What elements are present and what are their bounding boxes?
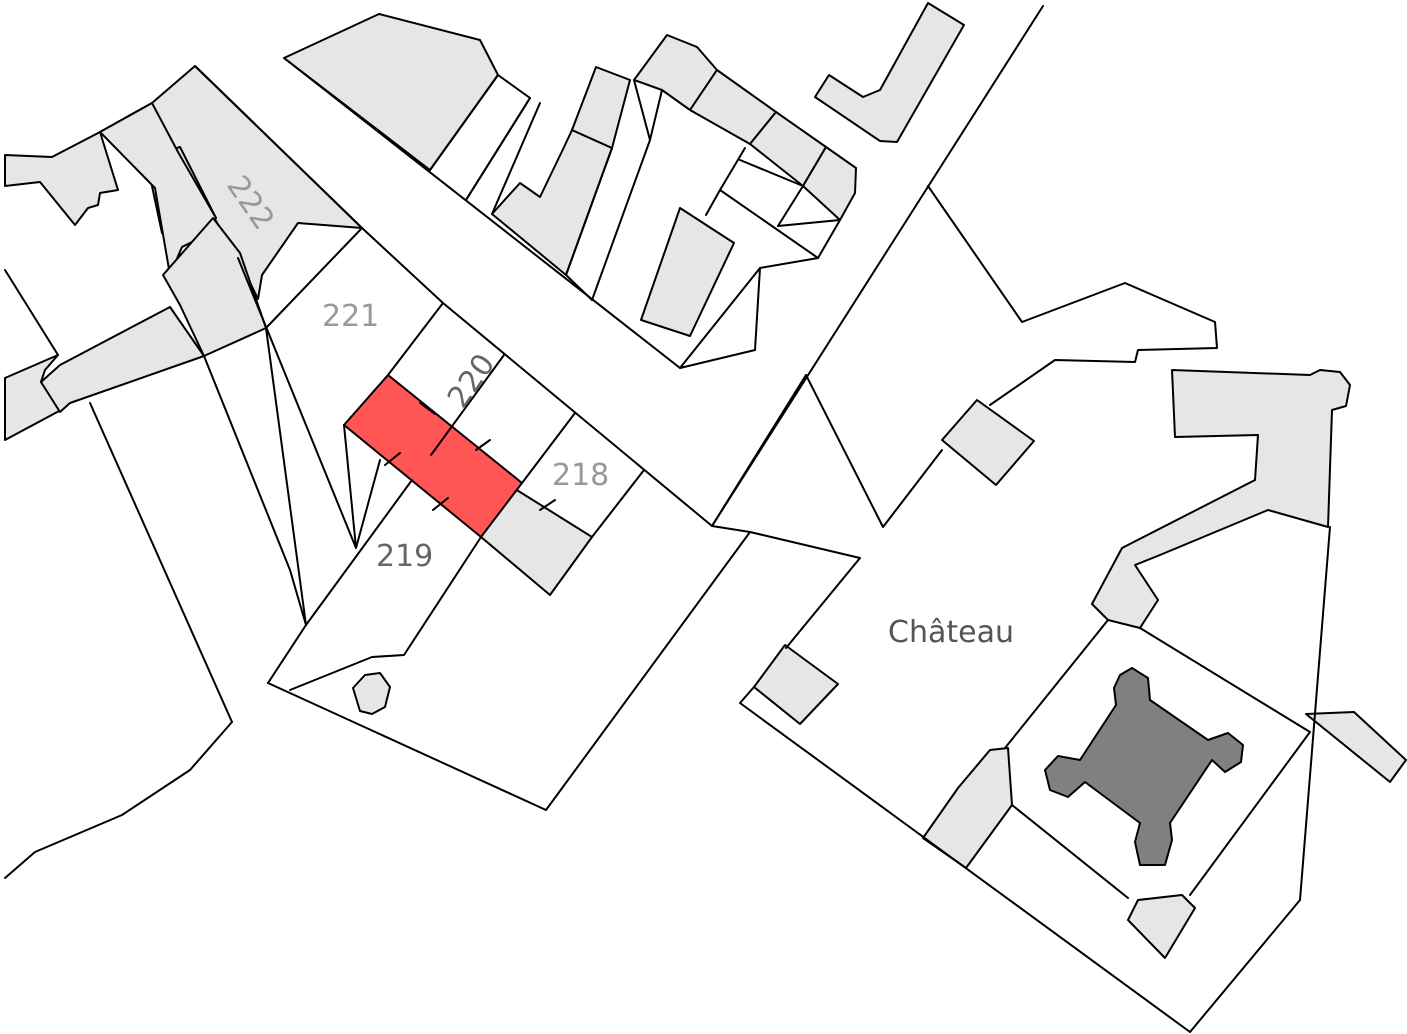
building xyxy=(1305,711,1407,783)
buildings xyxy=(4,2,1407,959)
parcel-label-221: 221 xyxy=(322,299,379,334)
parcel-label-218: 218 xyxy=(552,458,609,493)
building xyxy=(571,66,631,149)
building xyxy=(283,13,499,171)
place-label-chateau: Château xyxy=(888,615,1014,650)
building xyxy=(1091,369,1351,629)
building xyxy=(352,672,391,715)
parcel-lines xyxy=(4,5,1331,1033)
building xyxy=(814,2,965,143)
building xyxy=(1127,894,1196,959)
parcel-label-219: 219 xyxy=(376,539,433,574)
building xyxy=(802,146,857,221)
building xyxy=(4,131,119,226)
castle-keep xyxy=(1044,667,1244,866)
building xyxy=(753,644,839,725)
building xyxy=(640,207,735,337)
building xyxy=(941,399,1035,486)
